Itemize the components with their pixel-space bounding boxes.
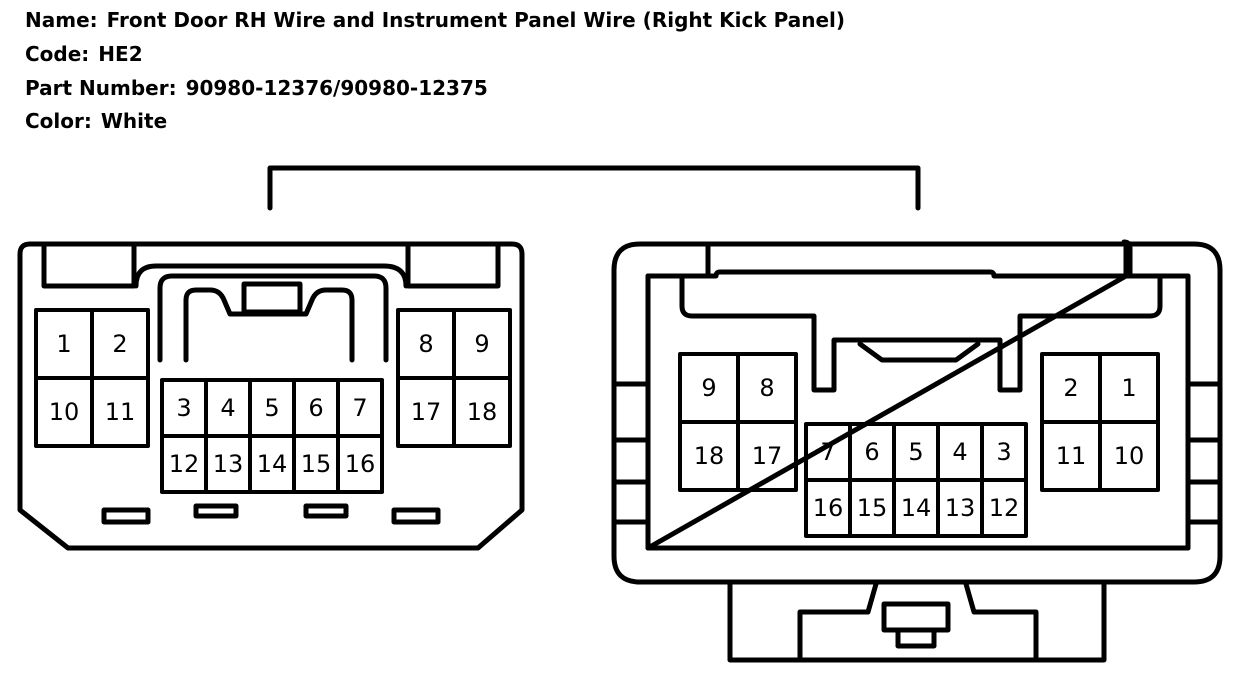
left-pin-number: 7 [352, 394, 367, 422]
left-pin-number: 12 [169, 450, 200, 478]
left-pin-number: 15 [301, 450, 332, 478]
right-lock-tab [857, 341, 981, 363]
right-connector-housing [611, 241, 1223, 585]
code-label: Code: [25, 42, 90, 66]
right-pin-number: 13 [945, 494, 976, 522]
left-pin-number: 18 [467, 398, 498, 426]
color-line: Color: White [25, 109, 167, 133]
part-number-line: Part Number: 90980-12376/90980-12375 [25, 76, 488, 100]
right-pin-cavity [980, 478, 1028, 538]
right-bottom-housing [727, 579, 1107, 663]
code-value: HE2 [98, 42, 143, 66]
connector-code-line: Code: HE2 [25, 42, 143, 66]
right-pin-number: 8 [759, 374, 774, 402]
left-pin-number: 17 [411, 398, 442, 426]
right-pin-cavity [1098, 420, 1160, 492]
left-pin-number: 8 [418, 330, 433, 358]
right-pin-number: 9 [701, 374, 716, 402]
right-lock-frame [679, 273, 1163, 393]
left-pin-number: 2 [112, 330, 127, 358]
left-pin-number: 4 [220, 394, 235, 422]
right-pin-number: 17 [752, 442, 783, 470]
left-bottom-clip-3 [303, 503, 349, 519]
left-bottom-clip-1 [101, 507, 151, 525]
right-pin-number: 6 [864, 438, 879, 466]
right-bottom-lock-tab [881, 601, 951, 633]
color-label: Color: [25, 109, 92, 133]
left-pin-number: 5 [264, 394, 279, 422]
left-pin-number: 16 [345, 450, 376, 478]
right-side-clip-left-1 [613, 381, 651, 443]
left-bottom-clip-4 [391, 507, 441, 525]
mating-bracket [267, 165, 921, 211]
left-pin-cavity [90, 376, 150, 448]
right-pin-number: 14 [901, 494, 932, 522]
right-pin-number: 2 [1063, 374, 1078, 402]
right-side-clip-right-2 [1185, 479, 1221, 525]
left-pin-number: 6 [308, 394, 323, 422]
left-lock-arm-inner [183, 287, 355, 363]
part-number-label: Part Number: [25, 76, 177, 100]
right-pin-number: 16 [813, 494, 844, 522]
left-pin-cavity [336, 434, 384, 494]
right-pin-number: 15 [857, 494, 888, 522]
right-bottom-lock-nub [895, 627, 937, 649]
color-value: White [100, 109, 168, 133]
left-pin-number: 13 [213, 450, 244, 478]
right-bottom-lock-frame [797, 581, 1039, 663]
left-top-notch-right [405, 243, 501, 289]
left-pin-number: 1 [56, 330, 71, 358]
left-pin-number: 9 [474, 330, 489, 358]
right-pin-number: 12 [989, 494, 1020, 522]
left-pin-number: 3 [176, 394, 191, 422]
name-value: Front Door RH Wire and Instrument Panel … [106, 8, 846, 32]
left-pin-number: 14 [257, 450, 288, 478]
left-lock-arm-outer [157, 273, 389, 363]
right-side-clip-right-1 [1185, 381, 1221, 443]
name-label: Name: [25, 8, 98, 32]
left-pin-number: 11 [105, 398, 136, 426]
right-pin-number: 4 [952, 438, 967, 466]
left-lock-frame [133, 263, 409, 289]
right-pin-cavity [736, 420, 798, 492]
right-pin-number: 18 [694, 442, 725, 470]
left-bottom-clip-2 [193, 503, 239, 519]
connector-name-line: Name: Front Door RH Wire and Instrument P… [25, 8, 845, 32]
left-top-notch-left [41, 243, 137, 289]
left-lock-tab [241, 281, 303, 315]
right-pin-number: 1 [1121, 374, 1136, 402]
right-pin-number: 3 [996, 438, 1011, 466]
right-pin-number: 5 [908, 438, 923, 466]
left-pin-number: 10 [49, 398, 80, 426]
right-pin-number: 7 [820, 438, 835, 466]
right-side-clip-left-2 [613, 479, 651, 525]
left-connector-housing [17, 241, 525, 551]
part-number-value: 90980-12376/90980-12375 [185, 76, 488, 100]
right-pin-number: 10 [1114, 442, 1145, 470]
right-pin-number: 11 [1056, 442, 1087, 470]
left-pin-cavity [452, 376, 512, 448]
